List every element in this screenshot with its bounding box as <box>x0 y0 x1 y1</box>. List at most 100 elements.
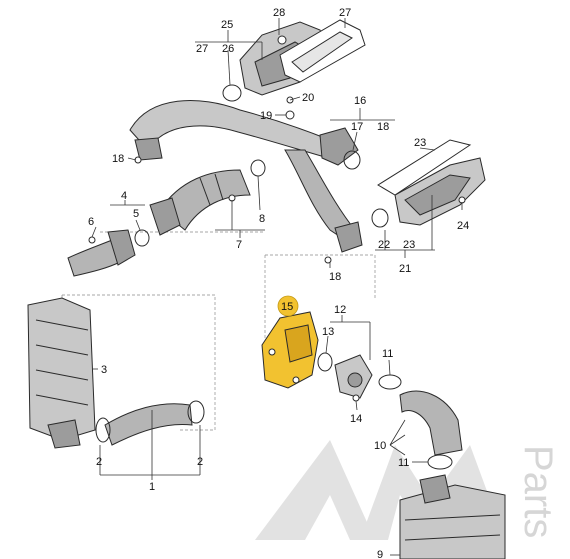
callout-11-bottom: 11 <box>398 457 409 469</box>
clamp-2-right <box>187 400 205 424</box>
callout-15-highlight: 15 <box>277 295 299 317</box>
seal-ring-17 <box>343 150 361 170</box>
lead-26 <box>227 49 231 86</box>
elbow-pipe-flange <box>107 229 136 266</box>
callout-20: 20 <box>302 92 314 104</box>
lead-17 <box>352 131 358 151</box>
callout-11-top: 11 <box>382 348 393 360</box>
bracket-10 <box>389 419 406 456</box>
bolt-18-bottom <box>324 256 332 264</box>
callout-9: 9 <box>377 549 383 559</box>
crossover-flange-right <box>319 127 359 166</box>
clamp-11-top <box>378 374 402 390</box>
seal-ring-22 <box>371 208 389 228</box>
intercooler-lower-fin <box>404 534 501 541</box>
watermark-logo: Parts <box>255 440 560 540</box>
seal-ring-5 <box>134 229 150 247</box>
callout-4: 4 <box>121 190 127 202</box>
lead-23a <box>419 147 436 151</box>
hose-body <box>159 169 251 231</box>
crossover-flange-left <box>134 137 163 161</box>
lower-hose-body <box>399 390 463 456</box>
elbow-pipe <box>67 229 150 277</box>
callout-18-right: 18 <box>377 121 389 133</box>
watermark-logo-a-shape <box>255 440 375 540</box>
connection-piece <box>334 354 373 402</box>
callout-3: 3 <box>101 364 107 376</box>
callout-13: 13 <box>322 326 334 338</box>
lead-13 <box>325 335 329 354</box>
intercooler-outlet <box>47 419 81 449</box>
intercooler-lower-inlet <box>419 474 451 504</box>
callout-2-right: 2 <box>197 456 203 468</box>
hose-rib <box>199 177 211 206</box>
callout-25: 25 <box>221 19 233 31</box>
crossover-pipe <box>129 100 363 253</box>
intercooler-hose-body <box>104 403 193 446</box>
clamp-2-left <box>95 417 111 443</box>
intercooler-lower <box>399 474 506 559</box>
bracket-21 <box>375 195 435 258</box>
callout-12: 12 <box>334 304 346 316</box>
callout-15: 15 <box>281 301 293 313</box>
lead-8 <box>257 175 261 211</box>
callout-23-bottom: 23 <box>403 239 415 251</box>
callout-19: 19 <box>260 110 272 122</box>
bolt-14 <box>352 394 360 402</box>
callout-7: 7 <box>236 239 242 251</box>
callout-26: 26 <box>222 43 234 55</box>
throttle-body-bolt <box>268 348 276 356</box>
callout-14: 14 <box>350 413 362 425</box>
seal-ring-13 <box>317 352 333 372</box>
hose-rib <box>214 173 224 201</box>
throttle-body <box>261 311 333 389</box>
intercooler-fin <box>35 394 89 406</box>
callout-6: 6 <box>88 216 94 228</box>
gasket-23 <box>377 139 472 196</box>
callout-18-left: 18 <box>112 153 124 165</box>
bracket-7 <box>215 200 265 238</box>
callout-28: 28 <box>273 7 285 19</box>
callout-23-top: 23 <box>414 137 426 149</box>
intercooler-lower-core <box>399 484 506 559</box>
connection-piece-port <box>347 372 363 388</box>
intercooler-hose <box>95 400 205 446</box>
throttle-body-bolt <box>292 376 300 384</box>
seal-ring-26 <box>222 84 242 102</box>
callout-15-badge <box>277 295 299 317</box>
callout-labels: 25 28 27 27 26 20 19 16 17 18 18 23 4 6 … <box>88 7 469 559</box>
crossover-flange-bottom <box>334 221 363 253</box>
leader-lines <box>91 18 463 556</box>
intercooler <box>27 297 96 449</box>
lead-18a <box>127 157 137 161</box>
bolt-28 <box>277 35 287 45</box>
watermark-text: Parts <box>516 445 560 538</box>
bracket-16 <box>330 108 395 121</box>
callout-27-top: 27 <box>339 7 351 19</box>
seal-ring-8 <box>250 159 266 177</box>
callout-10: 10 <box>374 440 386 452</box>
intercooler-fin <box>35 344 89 356</box>
callout-18-bottom: 18 <box>329 271 341 283</box>
gasket-inner <box>291 31 353 73</box>
callout-1: 1 <box>149 481 155 493</box>
corrugated-hose <box>149 169 251 236</box>
bracket-12 <box>330 315 371 360</box>
callout-2-left: 2 <box>96 456 102 468</box>
throttle-body-bore <box>284 324 313 363</box>
callout-24: 24 <box>457 220 469 232</box>
callout-27-left: 27 <box>196 43 208 55</box>
callout-21: 21 <box>399 263 411 275</box>
bracket-1 <box>99 410 201 480</box>
intercooler-core <box>27 297 96 441</box>
intercooler-fin <box>35 319 89 331</box>
bracket-25 <box>195 30 263 60</box>
bracket-4 <box>110 200 145 206</box>
callout-8: 8 <box>259 213 265 225</box>
callout-16: 16 <box>354 95 366 107</box>
manifold-right <box>371 139 486 228</box>
lead-14 <box>355 400 358 411</box>
gasket-27 <box>279 19 366 83</box>
